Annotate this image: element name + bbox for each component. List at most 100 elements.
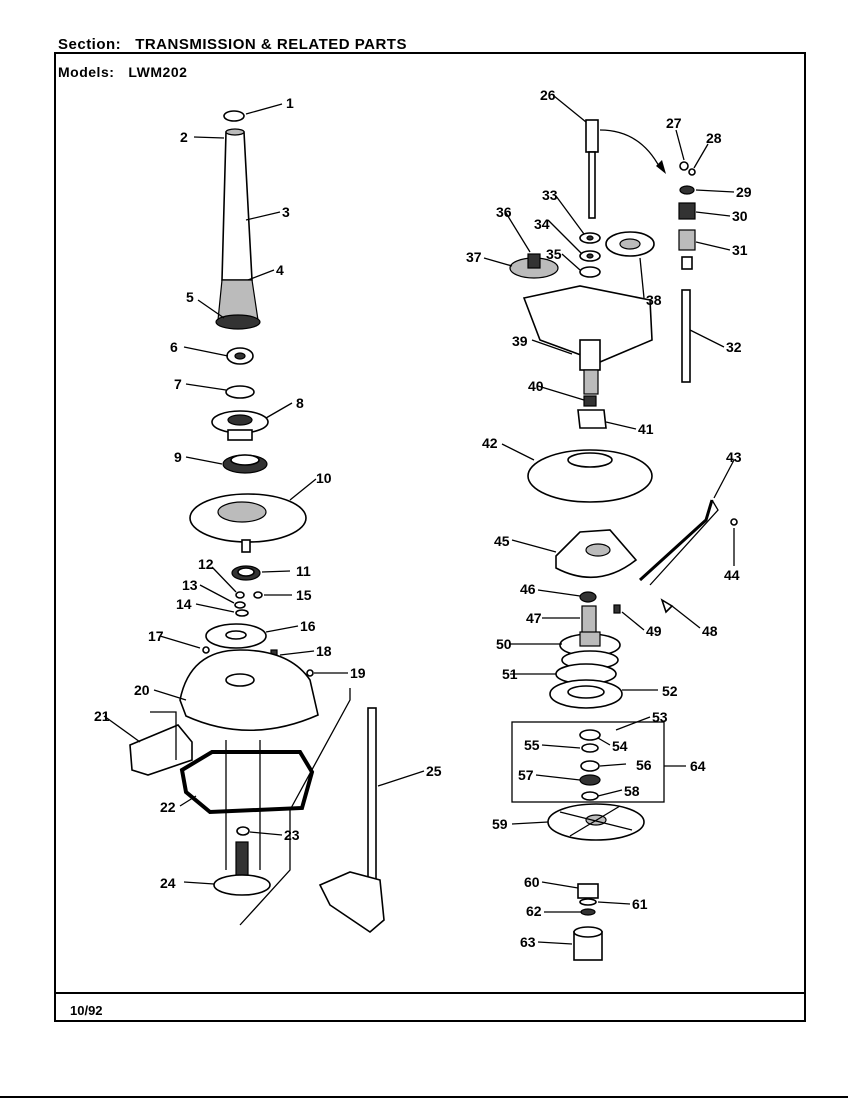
callout-13: 13 — [182, 577, 198, 593]
models-header: Models:LWM202 — [58, 64, 187, 80]
callout-47: 47 — [526, 610, 542, 626]
models-label: Models: — [58, 64, 115, 80]
part-29-washer — [679, 185, 695, 195]
callout-54: 54 — [612, 738, 628, 754]
callout-61: 61 — [632, 896, 648, 912]
callout-37: 37 — [466, 249, 482, 265]
part-19-screw — [306, 669, 314, 677]
part-56-ring — [580, 760, 600, 772]
callout-59: 59 — [492, 816, 508, 832]
part-58-ring — [581, 791, 599, 801]
part-33-washer — [579, 232, 601, 244]
callout-28: 28 — [706, 130, 722, 146]
callout-24: 24 — [160, 875, 176, 891]
callout-8: 8 — [296, 395, 304, 411]
callout-2: 2 — [180, 129, 188, 145]
leader-lines — [103, 95, 735, 945]
part-32-drive-shaft — [681, 289, 691, 383]
part-34-washer — [579, 250, 601, 262]
callout-57: 57 — [518, 767, 534, 783]
callout-50: 50 — [496, 636, 512, 652]
callout-56: 56 — [636, 757, 652, 773]
part-45-cam — [555, 529, 638, 579]
callout-11: 11 — [296, 563, 311, 579]
callout-23: 23 — [284, 827, 300, 843]
section-label: Section: — [58, 36, 122, 53]
part-41-bearing — [577, 409, 607, 429]
callout-48: 48 — [702, 623, 718, 639]
callout-31: 31 — [732, 242, 748, 258]
callout-53: 53 — [652, 709, 668, 725]
callout-19: 19 — [350, 665, 366, 681]
part-16-plate — [205, 623, 267, 649]
part-17-screw — [202, 646, 210, 654]
part-35-washer — [579, 266, 601, 278]
part-15-washer — [253, 591, 263, 599]
part-61-clip — [579, 898, 597, 906]
callout-60: 60 — [524, 874, 540, 890]
part-27-28-clips — [679, 161, 696, 176]
part-63-bushing — [573, 926, 603, 961]
callout-52: 52 — [662, 683, 678, 699]
callout-32: 32 — [726, 339, 742, 355]
part-38-cam-gear — [605, 231, 655, 257]
callout-14: 14 — [176, 596, 192, 612]
page-bottom-rule — [0, 1096, 848, 1098]
callout-62: 62 — [526, 903, 542, 919]
part-37-gear — [509, 253, 559, 279]
callout-30: 30 — [732, 208, 748, 224]
callout-42: 42 — [482, 435, 498, 451]
part-9-seal — [222, 454, 268, 474]
callout-44: 44 — [724, 567, 740, 583]
part-48-pin — [660, 598, 674, 614]
callout-10: 10 — [316, 470, 332, 486]
callout-64: 64 — [690, 758, 706, 774]
callout-20: 20 — [134, 682, 150, 698]
part-12-13-14-clips — [234, 591, 249, 617]
callout-15: 15 — [296, 587, 312, 603]
part-31-gear — [678, 229, 696, 270]
footer-divider — [54, 992, 806, 994]
section-header: Section: TRANSMISSION & RELATED PARTS — [58, 36, 407, 53]
part-23-oring — [236, 826, 250, 836]
part-60-coupling — [577, 883, 599, 899]
callout-5: 5 — [186, 289, 194, 305]
part-30-bushing — [678, 202, 696, 220]
callout-41: 41 — [638, 421, 654, 437]
callout-33: 33 — [542, 187, 558, 203]
callout-43: 43 — [726, 449, 742, 465]
callout-46: 46 — [520, 581, 536, 597]
callout-labels: 1 2 3 4 5 6 7 8 9 10 11 12 13 14 15 16 1… — [94, 87, 752, 950]
part-55-washer — [581, 743, 599, 753]
part-25-shift-rod — [318, 707, 385, 934]
part-24-pinion — [213, 841, 271, 896]
callout-1: 1 — [286, 95, 294, 111]
part-6-bearing — [226, 347, 254, 365]
callout-4: 4 — [276, 262, 284, 278]
callout-21: 21 — [94, 708, 110, 724]
part-10-mounting-plate — [189, 493, 307, 553]
callout-12: 12 — [198, 556, 214, 572]
part-8-flange — [211, 410, 269, 441]
part-22-gasket — [179, 750, 315, 815]
callout-16: 16 — [300, 618, 316, 634]
callout-63: 63 — [520, 934, 536, 950]
part-39-gear-case — [522, 285, 653, 395]
part-7-oring — [225, 385, 255, 399]
section-value: TRANSMISSION & RELATED PARTS — [135, 36, 407, 53]
part-44-clip — [730, 518, 738, 526]
callout-55: 55 — [524, 737, 540, 753]
part-62-washer — [580, 908, 596, 916]
callout-49: 49 — [646, 623, 662, 639]
part-64-kit-outline — [511, 721, 665, 803]
callout-6: 6 — [170, 339, 178, 355]
part-46-bushing — [579, 591, 597, 603]
callout-26: 26 — [540, 87, 556, 103]
part-5-ring — [215, 314, 261, 330]
part-20-housing-cover — [179, 649, 319, 732]
part-1-oring — [223, 110, 245, 122]
callout-35: 35 — [546, 246, 562, 262]
assembly-guide-lines-left — [225, 688, 351, 926]
callout-17: 17 — [148, 628, 164, 644]
